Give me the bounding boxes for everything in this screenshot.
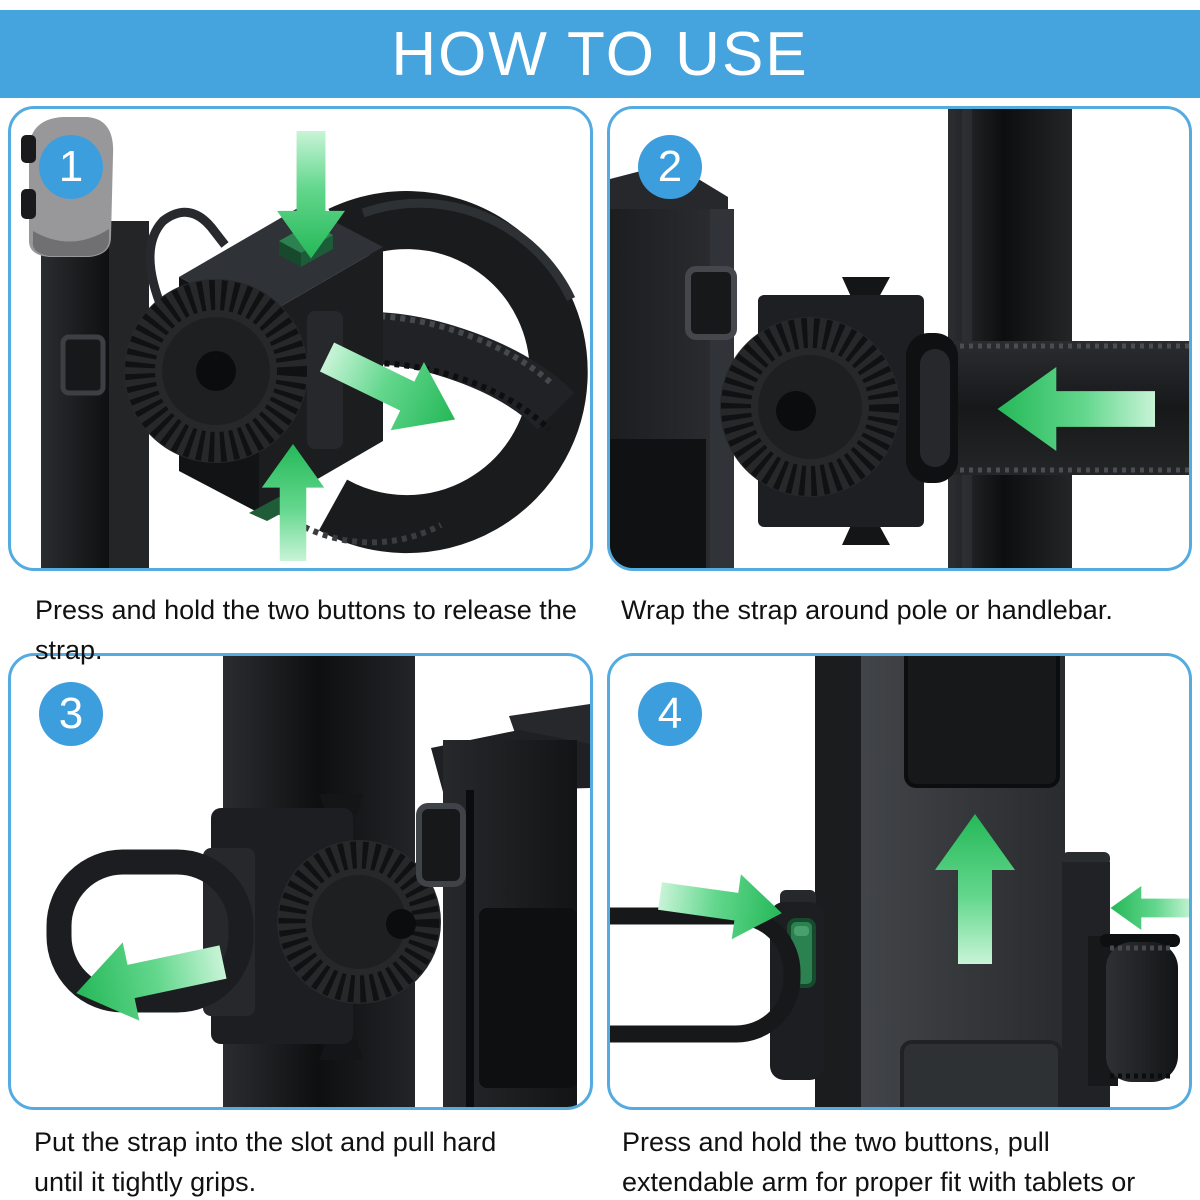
arrow-left-icon xyxy=(1110,885,1189,931)
holder-arm xyxy=(416,704,590,1107)
step-2-illustration xyxy=(610,109,1189,568)
holder-button xyxy=(60,334,106,396)
arrow-up-icon xyxy=(261,444,325,561)
step-3-panel: 3 xyxy=(8,653,593,1110)
step-1-caption: Press and hold the two buttons to releas… xyxy=(35,595,577,665)
arrow-down-icon xyxy=(276,131,346,259)
tighten-knob xyxy=(720,317,900,497)
header-banner: HOW TO USE xyxy=(0,10,1200,98)
step-4-caption: Press and hold the two buttons, pull ext… xyxy=(622,1127,1136,1197)
tighten-knob xyxy=(124,279,308,463)
arrow-up-icon xyxy=(935,814,1015,964)
step-4-badge: 4 xyxy=(638,682,702,746)
holder-arm xyxy=(610,163,737,568)
step-1-badge: 1 xyxy=(39,135,103,199)
holder-button xyxy=(416,803,466,887)
step-3-caption: Put the strap into the slot and pull har… xyxy=(34,1127,497,1197)
holder-button xyxy=(685,266,737,340)
step-number: 2 xyxy=(657,142,683,191)
step-2-caption: Wrap the strap around pole or handlebar. xyxy=(621,595,1113,625)
step-4-illustration xyxy=(610,656,1189,1107)
tighten-knob xyxy=(277,840,441,1004)
extendable-arm xyxy=(815,656,1110,1107)
arrow-right-icon xyxy=(319,342,456,431)
step-1-illustration xyxy=(21,117,588,568)
holder-notch xyxy=(21,135,36,163)
step-4-panel: 4 xyxy=(607,653,1192,1110)
step-2-panel: 2 xyxy=(607,106,1192,571)
step-number: 3 xyxy=(58,689,84,738)
page-title: HOW TO USE xyxy=(391,19,809,89)
pole xyxy=(948,109,1072,568)
step-3-illustration xyxy=(46,656,590,1107)
step-2-badge: 2 xyxy=(638,135,702,199)
wire-loop xyxy=(145,207,229,313)
step-number: 1 xyxy=(58,142,84,191)
arrow-left-icon xyxy=(76,942,227,1021)
strap-roll xyxy=(1088,934,1180,1086)
arrow-right-icon xyxy=(658,874,782,940)
step-1-panel: 1 xyxy=(8,106,593,571)
step-number: 4 xyxy=(657,689,683,738)
arrow-left-icon xyxy=(997,367,1155,451)
strap-loop xyxy=(610,907,801,1043)
strap-loop xyxy=(46,849,254,1013)
step-3-badge: 3 xyxy=(39,682,103,746)
holder-notch xyxy=(21,189,36,219)
